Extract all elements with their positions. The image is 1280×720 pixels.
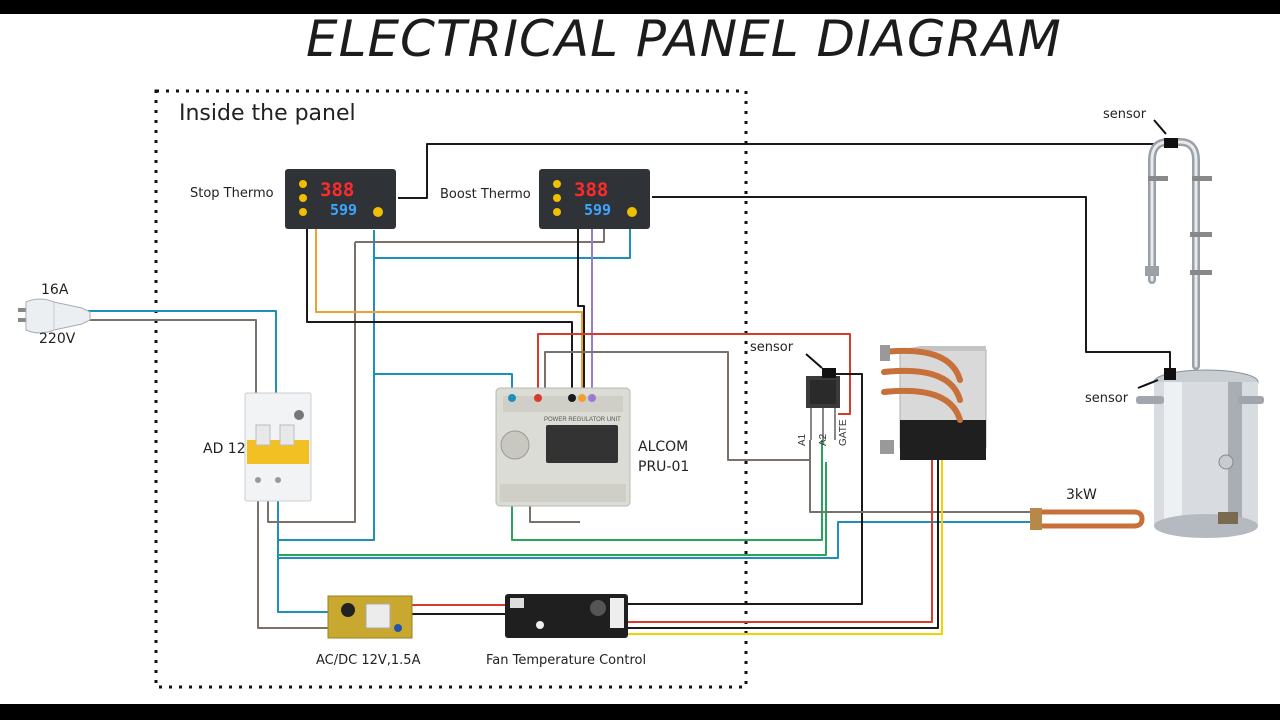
boost-thermo-label: Boost Thermo — [440, 187, 531, 202]
wire-fan-red — [628, 460, 933, 623]
boost-thermo-device: 388 599 — [539, 169, 650, 229]
stop-thermo-label: Stop Thermo — [190, 186, 274, 201]
wire-pru-blue — [374, 373, 513, 396]
stop-thermo-readout-top: 388 — [320, 179, 354, 201]
mains-plug — [18, 298, 91, 334]
wire-triac-heater — [809, 440, 1040, 513]
heatsink-fan-device — [880, 345, 987, 460]
wire-pru-red — [537, 333, 851, 415]
psu-device — [327, 595, 413, 639]
distillation-column — [1145, 138, 1212, 370]
triac-pin-a2: A2 — [818, 433, 829, 446]
breaker-device — [244, 392, 312, 502]
stop-thermo-readout-bottom: 599 — [330, 201, 357, 219]
fan-control-device — [505, 594, 628, 638]
mains-current-label: 16A — [41, 282, 69, 298]
wire-thermo-grey — [355, 228, 605, 243]
wire-bus-blue-2 — [278, 230, 375, 541]
wire-bus-grey — [257, 500, 330, 629]
heater-label: 3kW — [1066, 487, 1097, 503]
bottom-black-bar — [0, 704, 1280, 720]
panel-label: Inside the panel — [179, 101, 356, 126]
wire-bus-blue-1 — [277, 500, 330, 613]
boost-thermo-readout-bottom: 599 — [584, 201, 611, 219]
breaker-label: AD 12 — [203, 441, 246, 457]
wire-triac-black — [628, 373, 863, 605]
triac-pin-gate: GATE — [838, 419, 849, 446]
triac-pin-a1: A1 — [797, 433, 808, 446]
top-black-bar — [0, 0, 1280, 14]
wire-mains-blue — [88, 310, 277, 395]
wire-mains-grey — [88, 319, 257, 395]
wire-sensor-tank — [652, 196, 1171, 372]
distillation-tank — [1136, 369, 1264, 538]
stop-thermo-device: 388 599 — [285, 169, 396, 229]
boost-thermo-readout-top: 388 — [574, 179, 608, 201]
wire-bus-grey-2 — [267, 242, 356, 523]
tank-sensor-marker — [1164, 368, 1176, 380]
heater-element — [1030, 508, 1145, 530]
fan-control-label: Fan Temperature Control — [486, 653, 647, 668]
wire-thermo-blue — [374, 228, 631, 259]
regulator-badge: POWER REGULATOR UNIT — [544, 417, 621, 423]
regulator-label-line1: ALCOM — [638, 439, 689, 455]
regulator-label-line2: PRU-01 — [638, 459, 690, 475]
psu-label: AC/DC 12V,1.5A — [316, 653, 421, 668]
wire-stop-orange — [315, 228, 583, 396]
tank-sensor-label: sensor — [1085, 391, 1129, 406]
power-regulator-device: POWER REGULATOR UNIT — [495, 387, 631, 507]
triac-device — [805, 353, 840, 440]
wire-pru-green-1 — [511, 440, 823, 541]
column-sensor-label: sensor — [1103, 107, 1147, 122]
panel-boundary — [154, 89, 748, 689]
wire-stop-black — [306, 228, 573, 396]
wire-fan-yellow — [628, 460, 943, 635]
wire-sensor-column — [398, 143, 1172, 199]
column-sensor-marker — [1164, 138, 1178, 148]
wire-breaker-green — [278, 462, 827, 556]
wire-fan-black — [628, 460, 939, 629]
diagram-title: ELECTRICAL PANEL DIAGRAM — [306, 10, 1062, 68]
triac-sensor-label: sensor — [750, 340, 794, 355]
mains-voltage-label: 220V — [39, 331, 76, 347]
